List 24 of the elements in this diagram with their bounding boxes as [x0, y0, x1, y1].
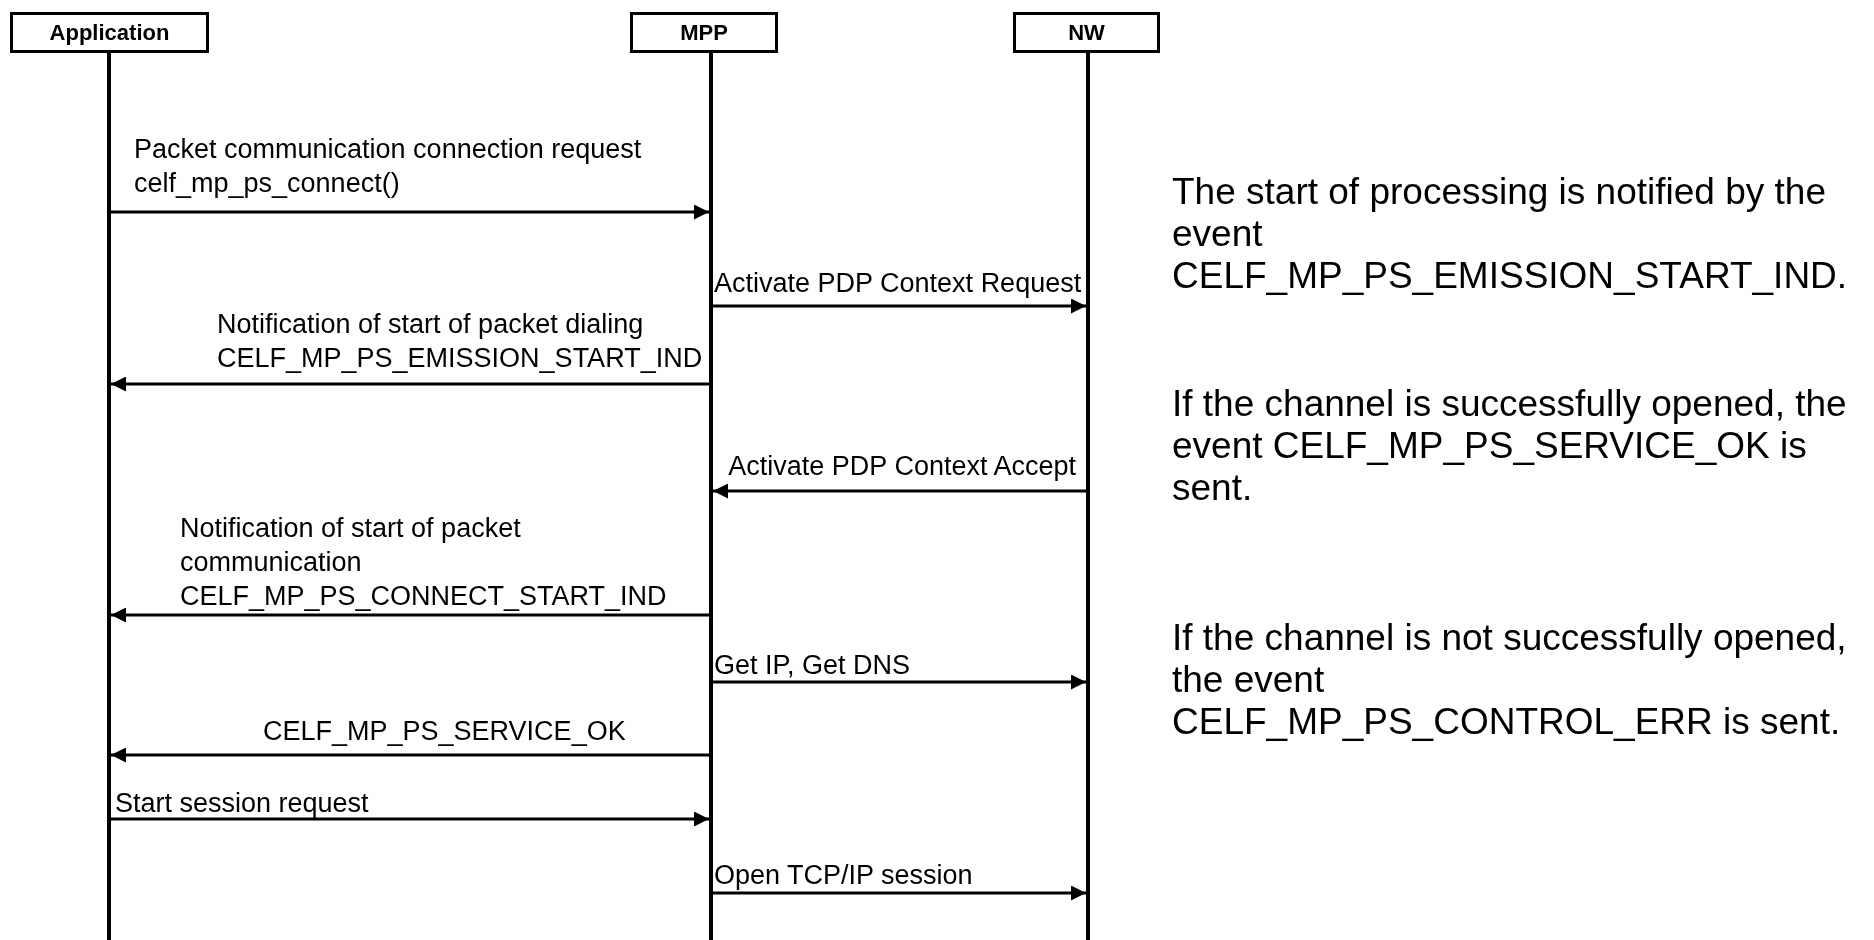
message-label: Get IP, Get DNS [714, 649, 911, 682]
message-label: CELF_MP_PS_SERVICE_OK [263, 715, 626, 748]
message-arrow [111, 607, 709, 623]
message-label: Activate PDP Context Request [714, 267, 1082, 300]
message-arrow [111, 204, 709, 220]
message-label: Open TCP/IP session [714, 859, 973, 892]
message-label: Activate PDP Context Accept [728, 450, 1076, 483]
participant-box: NW [1013, 12, 1160, 53]
message-arrow [713, 483, 1086, 499]
note-text: The start of processing is notified by the event CELF_MP_PS_EMISSION_START_IND. [1172, 171, 1849, 297]
message-arrow [111, 747, 709, 763]
message-arrow [111, 811, 709, 827]
message-arrow [713, 885, 1086, 901]
message-arrow [713, 298, 1086, 314]
message-label: Notification of start of packet dialing CELF_MP_PS_EMISSION_START_IND [217, 308, 704, 375]
message-label: Notification of start of packet communication CELF_MP_PS_CONNECT_START_IND [180, 512, 668, 613]
participant-box: Application [10, 12, 209, 53]
participant-box: MPP [630, 12, 778, 53]
message-label: Packet communication connection request celf_mp_ps_connect() [134, 133, 643, 200]
message-arrow [713, 674, 1086, 690]
note-text: If the channel is not successfully opened, the event CELF_MP_PS_CONTROL_ERR is sent. [1172, 617, 1848, 743]
message-label: Start session request [115, 787, 369, 820]
message-arrow [111, 376, 709, 392]
note-text: If the channel is successfully opened, the event CELF_MP_PS_SERVICE_OK is sent. [1172, 383, 1848, 509]
